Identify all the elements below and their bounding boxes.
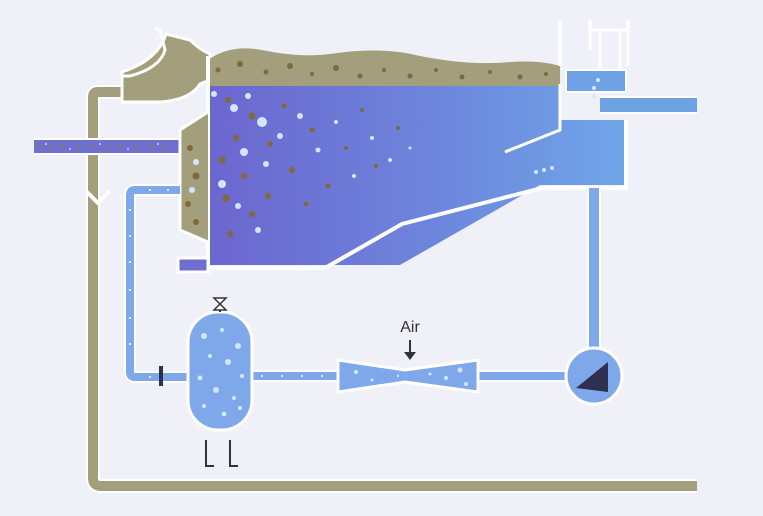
inlet-pipe (34, 138, 182, 155)
air-bubbles-tank (189, 78, 600, 233)
pressurised-line (124, 184, 190, 386)
sludge-chute (120, 26, 212, 104)
pressure-vessel (186, 310, 254, 467)
outlet-pipe (600, 96, 697, 114)
sludge-particles (185, 61, 548, 237)
chevron-down-icon (84, 189, 112, 206)
air-label: Air (400, 319, 420, 336)
sludge-return-pipe (86, 85, 697, 493)
saturation-line (250, 370, 572, 382)
arrow-down-icon (404, 340, 416, 360)
pump-icon (564, 346, 624, 406)
flotation-tank (176, 20, 630, 274)
venturi-nozzle (336, 358, 480, 394)
valve-icon (212, 297, 228, 312)
